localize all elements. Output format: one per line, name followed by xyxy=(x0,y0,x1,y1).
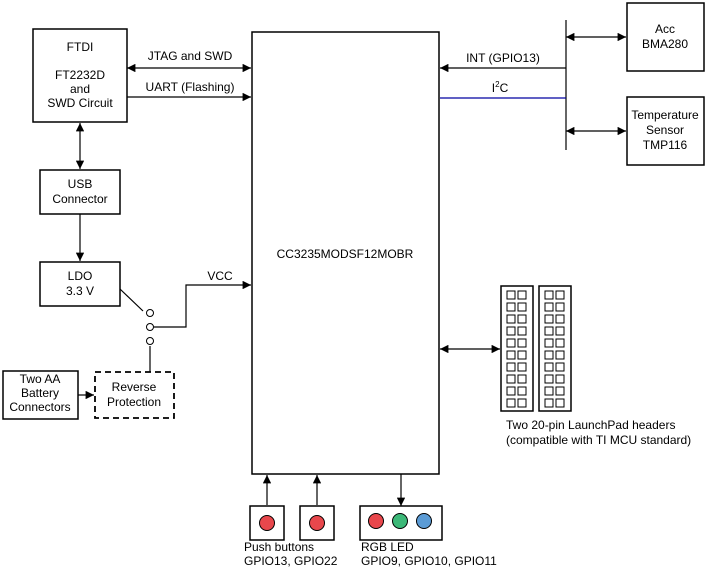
header-right-pin xyxy=(555,326,565,336)
header-right-pin xyxy=(555,350,565,360)
header-right-pin xyxy=(555,290,565,300)
battery-block: Two AA Battery Connectors xyxy=(2,370,79,420)
mcu-block: CC3235MODSF12MOBR xyxy=(251,31,440,475)
header-right-pin xyxy=(555,314,565,324)
led-blue xyxy=(416,513,432,529)
usb-label: USB xyxy=(68,177,93,191)
header-right-pin xyxy=(544,374,554,384)
push-buttons xyxy=(249,505,335,541)
header-left-pins xyxy=(506,290,527,408)
header-right-pin xyxy=(544,386,554,396)
temp-label-1: Temperature xyxy=(631,108,699,122)
header-right-pin xyxy=(555,338,565,348)
switch-contact-3 xyxy=(146,337,154,345)
header-left-pin xyxy=(506,362,516,372)
push-button-2-cap xyxy=(309,515,325,531)
accelerometer-block: Acc BMA280 xyxy=(626,2,705,72)
push-button-1-cap xyxy=(259,515,275,531)
jtag-label: JTAG and SWD xyxy=(148,49,233,63)
header-left-pin xyxy=(517,314,527,324)
vcc-label: VCC xyxy=(207,269,233,283)
switch-contact-2 xyxy=(146,323,154,331)
temp-label-2: Sensor xyxy=(646,123,684,137)
header-right-pin xyxy=(544,362,554,372)
ftdi-and-label: and xyxy=(70,82,90,96)
header-left-pin xyxy=(517,302,527,312)
header-right-pin xyxy=(544,338,554,348)
header-right-pin xyxy=(544,326,554,336)
header-left-pin xyxy=(517,338,527,348)
battery-label-1: Two AA xyxy=(20,372,61,386)
ftdi-swd-label: SWD Circuit xyxy=(47,96,113,110)
header-right-pin xyxy=(555,398,565,408)
ldo-block: LDO 3.3 V xyxy=(39,261,121,307)
rgb-led xyxy=(359,505,443,541)
header-left-pin xyxy=(517,398,527,408)
i2c-label: I2C xyxy=(492,80,509,95)
ldo-label: LDO xyxy=(68,269,93,283)
header-right-pin xyxy=(544,290,554,300)
battery-label-3: Connectors xyxy=(9,400,70,414)
header-left-pin xyxy=(517,374,527,384)
header-left-pin xyxy=(506,386,516,396)
header-left-pin xyxy=(517,350,527,360)
header-right-pin xyxy=(544,350,554,360)
led-red xyxy=(368,513,384,529)
header-left-pin xyxy=(506,290,516,300)
temp-label-3: TMP116 xyxy=(643,138,688,152)
header-left-pin xyxy=(506,326,516,336)
header-left-pin xyxy=(517,386,527,396)
ftdi-chip-label: FT2232D xyxy=(55,68,105,82)
header-left-pin xyxy=(517,290,527,300)
header-right-pin xyxy=(555,362,565,372)
header-left-pin xyxy=(517,326,527,336)
led-green xyxy=(392,513,408,529)
header-right-pin xyxy=(555,386,565,396)
usb-connector-label: Connector xyxy=(52,192,107,206)
vcc-line xyxy=(154,280,251,328)
ftdi-label: FTDI xyxy=(67,40,94,54)
header-left-pin xyxy=(506,374,516,384)
ldo-voltage-label: 3.3 V xyxy=(66,284,94,298)
header-left-pin xyxy=(506,398,516,408)
headers-caption-2: (compatible with TI MCU standard) xyxy=(506,433,691,447)
temperature-sensor-block: Temperature Sensor TMP116 xyxy=(626,96,705,166)
switch-contact-1 xyxy=(146,309,154,317)
connections xyxy=(75,20,626,506)
ftdi-block: FTDI FT2232D and SWD Circuit xyxy=(32,28,128,123)
led-caption-1: RGB LED xyxy=(361,540,414,554)
power-select-switch xyxy=(146,309,154,345)
headers-caption-1: Two 20-pin LaunchPad headers xyxy=(506,418,675,432)
led-caption-2: GPIO9, GPIO10, GPIO11 xyxy=(361,554,497,568)
mcu-label: CC3235MODSF12MOBR xyxy=(277,247,414,261)
acc-chip-label: BMA280 xyxy=(642,37,688,51)
header-right-pin xyxy=(555,374,565,384)
usb-connector-block: USB Connector xyxy=(39,169,121,215)
header-right-pin xyxy=(544,314,554,324)
uart-label: UART (Flashing) xyxy=(146,80,235,94)
header-right-pins xyxy=(544,290,565,408)
header-right-pin xyxy=(555,302,565,312)
reverse-label: Reverse xyxy=(112,380,157,394)
buttons-caption-2: GPIO13, GPIO22 xyxy=(244,554,338,568)
header-right xyxy=(538,285,572,412)
ldo-switch-line xyxy=(119,288,144,312)
buttons-caption-1: Push buttons xyxy=(244,540,314,554)
battery-label-2: Battery xyxy=(21,386,59,400)
header-left-pin xyxy=(517,362,527,372)
header-left xyxy=(500,285,534,412)
header-left-pin xyxy=(506,302,516,312)
reverse-protection-block: Reverse Protection xyxy=(94,371,175,419)
protection-label: Protection xyxy=(107,395,161,409)
header-left-pin xyxy=(506,350,516,360)
acc-label: Acc xyxy=(655,22,675,36)
launchpad-headers xyxy=(500,285,572,412)
header-left-pin xyxy=(506,338,516,348)
header-left-pin xyxy=(506,314,516,324)
int-label: INT (GPIO13) xyxy=(466,51,540,65)
header-right-pin xyxy=(544,302,554,312)
header-right-pin xyxy=(544,398,554,408)
